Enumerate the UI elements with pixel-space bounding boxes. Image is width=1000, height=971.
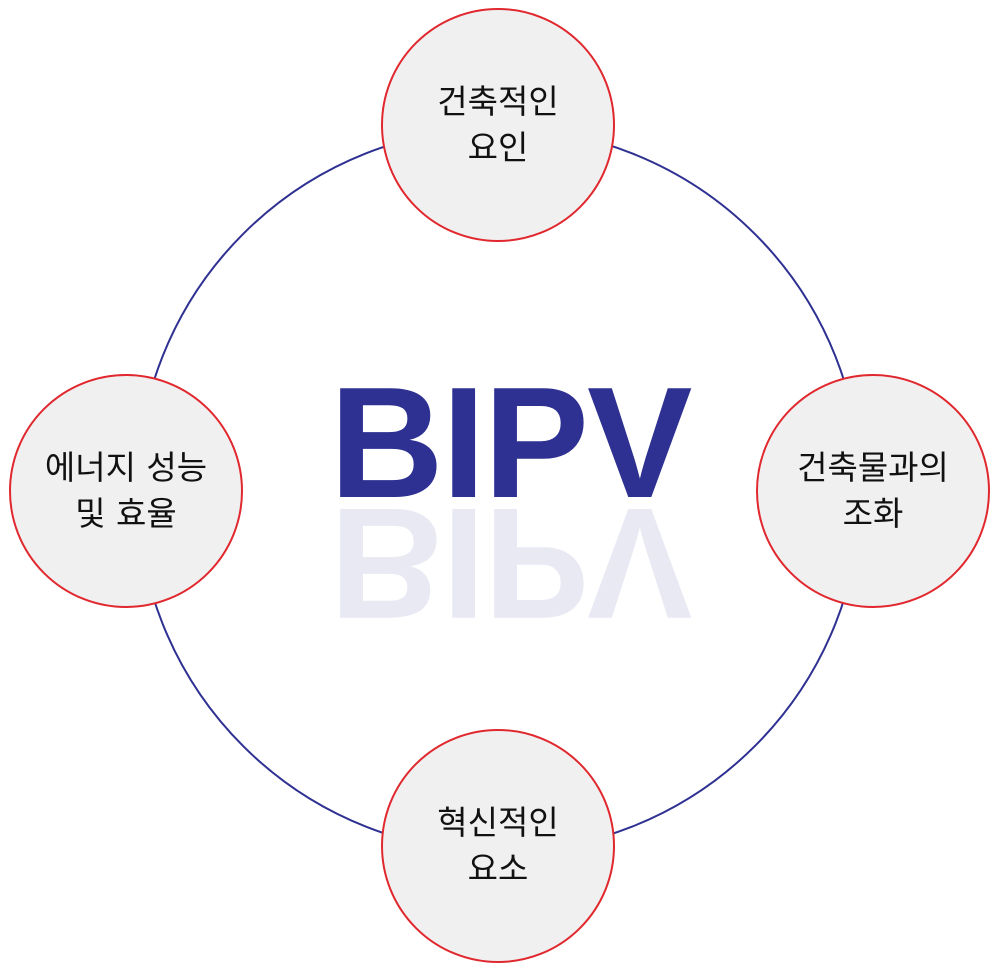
node-architectural-factor: 건축적인 요인 <box>381 8 615 242</box>
center-title-bipv: BIPV <box>329 355 693 531</box>
node-label-line1: 건축물과의 <box>797 448 949 487</box>
node-label-line1: 혁신적인 <box>437 803 559 842</box>
node-innovative-element: 혁신적인 요소 <box>381 729 615 963</box>
node-label-line1: 건축적인 <box>437 82 559 121</box>
node-label-line2: 요인 <box>467 128 529 167</box>
node-label-line2: 요소 <box>467 849 529 888</box>
node-label-line2: 및 효율 <box>75 494 177 533</box>
node-building-harmony: 건축물과의 조화 <box>756 374 990 608</box>
node-label-line2: 조화 <box>842 494 904 533</box>
node-label-line1: 에너지 성능 <box>44 448 208 487</box>
node-energy-performance: 에너지 성능 및 효율 <box>9 374 243 608</box>
